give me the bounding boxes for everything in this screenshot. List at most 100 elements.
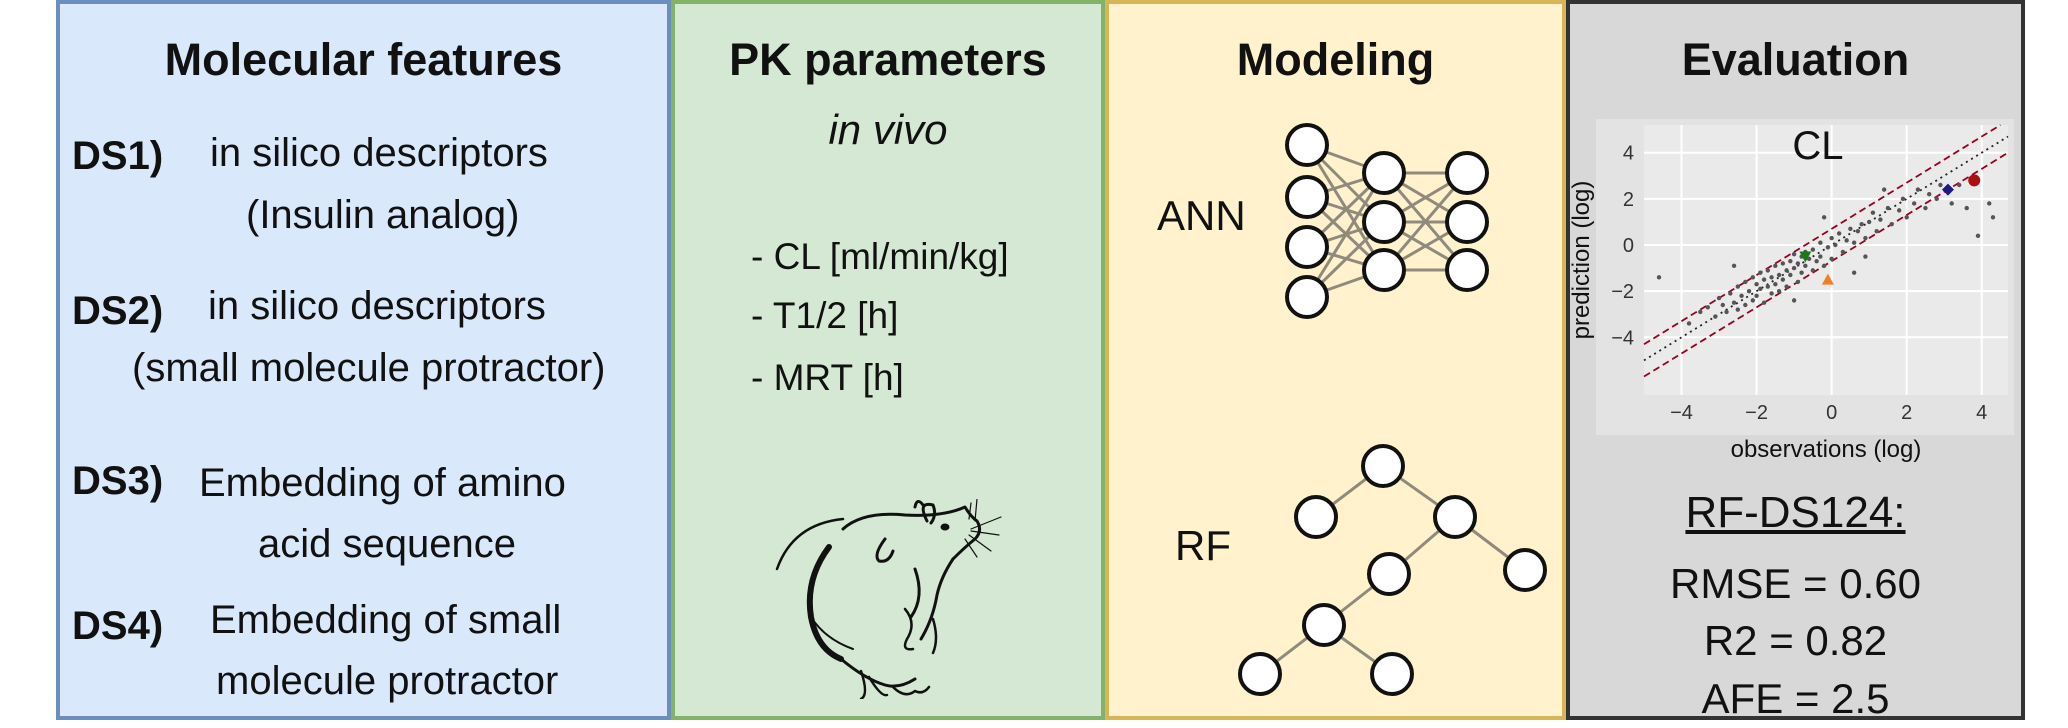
data-point (1739, 293, 1744, 298)
data-point (1829, 256, 1834, 262)
data-point (1773, 282, 1778, 287)
ann-output-node (1445, 151, 1489, 195)
data-point (1754, 282, 1759, 287)
data-point (1750, 275, 1756, 280)
data-point (1720, 302, 1726, 308)
data-point (1731, 300, 1737, 305)
data-point (1878, 217, 1883, 222)
y-axis-label: prediction (log) (1570, 181, 1595, 340)
data-point (1656, 275, 1662, 280)
data-point (1855, 228, 1861, 234)
data-point (1716, 295, 1722, 301)
data-point (1818, 240, 1823, 245)
data-point (1810, 247, 1816, 252)
data-point (1803, 263, 1808, 268)
ann-hidden-node (1362, 151, 1406, 195)
data-point (1758, 286, 1763, 292)
data-point (1799, 270, 1804, 275)
data-point (1926, 192, 1932, 197)
data-point (1765, 268, 1771, 273)
metric-afe: AFE = 2.5 (1701, 675, 1890, 722)
rf-label: RF (1175, 522, 1231, 569)
y-tick-label: −4 (1611, 327, 1634, 349)
x-tick-label: −4 (1670, 402, 1693, 424)
data-point (1851, 270, 1857, 275)
data-point (1698, 309, 1703, 315)
pk-param-mrt: - MRT [h] (751, 357, 904, 398)
data-point (1758, 270, 1763, 275)
data-point (1863, 254, 1868, 259)
data-point (1788, 272, 1793, 278)
data-point (1900, 196, 1906, 202)
x-tick-label: 2 (1901, 402, 1912, 424)
data-point (1765, 284, 1771, 289)
data-point (1934, 196, 1939, 202)
metric-rmse: RMSE = 0.60 (1670, 560, 1921, 607)
data-point (1806, 256, 1812, 262)
pk-subtitle: in vivo (828, 106, 948, 153)
data-point (1795, 279, 1801, 285)
model-diagrams (1238, 123, 1547, 696)
data-point (1735, 307, 1741, 312)
data-point (1784, 284, 1789, 289)
evaluation-title: Evaluation (1681, 34, 1910, 85)
ds4-label: DS4) (72, 604, 164, 648)
data-point (1975, 233, 1981, 238)
y-tick-label: 0 (1623, 235, 1634, 257)
highlight-point (1941, 183, 1954, 196)
ds1-line2: (Insulin analog) (246, 193, 520, 237)
molecular-features-title: Molecular features (164, 34, 563, 85)
data-point (1750, 298, 1756, 303)
pk-parameters-panel: PK parameters in vivo - CL [ml/min/kg] -… (671, 0, 1105, 720)
data-point (1870, 210, 1876, 215)
data-point (1761, 300, 1767, 305)
modeling-title: Modeling (1236, 34, 1435, 85)
data-point (1773, 263, 1778, 268)
result-label: RF-DS124: (1685, 488, 1906, 537)
data-point (1863, 235, 1868, 241)
data-point (1848, 226, 1853, 232)
data-point (1915, 187, 1921, 192)
data-point (1788, 258, 1793, 264)
data-point (1795, 261, 1801, 266)
data-point (1743, 279, 1748, 285)
data-point (1776, 272, 1782, 278)
ann-hidden-node (1362, 248, 1406, 292)
pk-param-t-half: - T1/2 [h] (751, 295, 899, 336)
data-point (1791, 265, 1797, 271)
data-point (1731, 263, 1737, 268)
chart-title: CL (1792, 124, 1843, 168)
rf-tree-node (1433, 495, 1477, 539)
data-point (1904, 215, 1909, 220)
ds1-line1: in silico descriptors (210, 131, 548, 175)
data-point (1987, 201, 1992, 206)
data-point (1810, 268, 1816, 273)
data-point (1791, 298, 1797, 303)
data-point (1686, 321, 1692, 326)
rf-tree-node (1238, 652, 1282, 696)
ann-output-node (1445, 200, 1489, 244)
ds2-label: DS2) (72, 289, 164, 333)
y-tick-label: 4 (1623, 143, 1634, 165)
molecular-features-panel: Molecular features DS1) in silico descri… (56, 0, 671, 720)
data-point (1881, 187, 1887, 192)
data-point (1836, 231, 1842, 236)
pk-param-cl: - CL [ml/min/kg] (751, 236, 1009, 277)
data-point (1761, 277, 1767, 282)
ds3-line2: acid sequence (258, 522, 516, 566)
ann-input-node (1285, 175, 1329, 219)
highlight-point (1968, 174, 1981, 187)
ann-output-node (1445, 248, 1489, 292)
modeling-panel: Modeling ANN RF (1105, 0, 1566, 720)
ds1-label: DS1) (72, 134, 164, 178)
data-point (1754, 293, 1759, 298)
data-point (1964, 205, 1969, 211)
rf-tree-node (1294, 495, 1338, 539)
rf-tree-node (1361, 444, 1405, 488)
ds2-line1: in silico descriptors (208, 284, 546, 328)
rf-tree-node (1503, 548, 1547, 592)
data-point (1840, 249, 1846, 255)
data-point (1735, 284, 1741, 289)
